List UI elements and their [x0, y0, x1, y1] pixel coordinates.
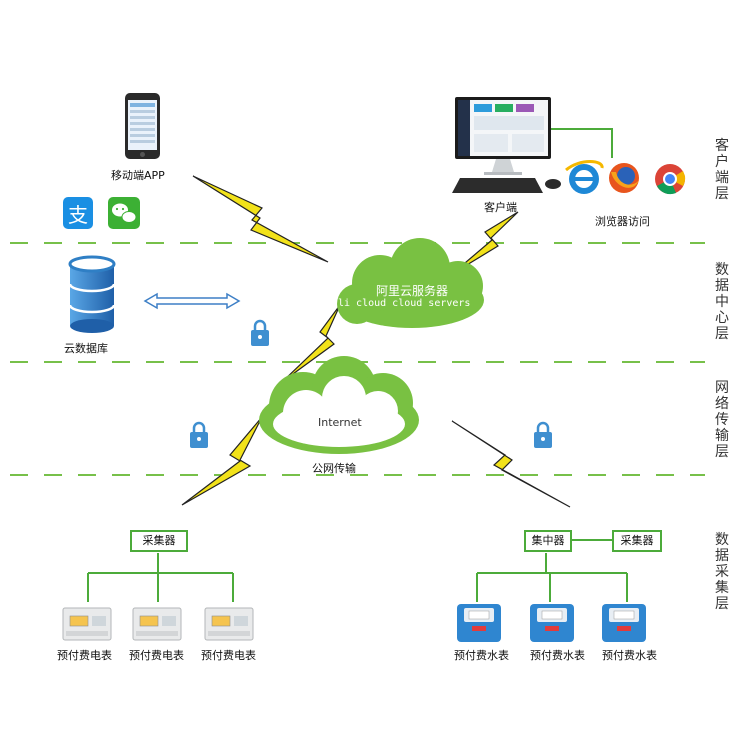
lightning-bolt-icon: [192, 175, 329, 263]
concentrator-box: 集中器: [524, 530, 572, 552]
electric-meter-label: 预付费电表: [129, 649, 184, 662]
electric-meter-icon: [62, 607, 112, 641]
chrome-icon: [655, 164, 686, 195]
browser-access-label: 浏览器访问: [595, 215, 650, 228]
electric-meter-tree: [87, 553, 234, 602]
desktop-computer-icon: [452, 97, 561, 193]
pc-browser-connector: [551, 128, 613, 158]
alipay-icon: 支: [63, 197, 93, 229]
layer-label-data-center: 数据中心层: [715, 262, 729, 342]
collector-box-right: 采集器: [612, 530, 662, 552]
mobile-app-label: 移动端APP: [111, 169, 165, 182]
water-meter-label: 预付费水表: [454, 649, 509, 662]
water-meter-tree: [476, 539, 628, 602]
aliyun-cloud: [337, 238, 484, 328]
water-meter-label: 预付费水表: [602, 649, 657, 662]
electric-meter-label: 预付费电表: [57, 649, 112, 662]
mobile-phone-icon: [125, 93, 160, 159]
firefox-icon: [609, 163, 639, 193]
public-network-label: 公网传输: [312, 462, 356, 475]
lock-icon: [251, 319, 269, 346]
cloud-database-icon: [68, 255, 116, 333]
aliyun-server-subtitle: li cloud cloud servers: [338, 298, 471, 309]
cloud-database-label: 云数据库: [64, 342, 108, 355]
water-meter-label: 预付费水表: [530, 649, 585, 662]
electric-meter-icon: [132, 607, 182, 641]
layer-label-collection: 数据采集层: [715, 532, 729, 612]
collector-box-left: 采集器: [130, 530, 188, 552]
water-meter-icon: [530, 604, 574, 642]
internet-label: Internet: [318, 416, 362, 429]
internet-cloud: [259, 356, 419, 454]
electric-meter-label: 预付费电表: [201, 649, 256, 662]
aliyun-server-title: 阿里云服务器: [376, 284, 449, 298]
lightning-links: [181, 175, 571, 508]
ie-icon: [565, 160, 604, 194]
electric-meter-icon: [204, 607, 254, 641]
layer-label-network: 网络传输层: [715, 380, 729, 460]
lightning-bolt-icon: [181, 416, 263, 506]
lightning-bolt-icon: [451, 420, 571, 508]
layer-label-client: 客户端层: [715, 138, 729, 202]
wechat-icon: [108, 197, 140, 229]
pc-client-label: 客户端: [484, 201, 517, 214]
svg-text:支: 支: [68, 203, 88, 227]
sync-double-arrow: [143, 292, 241, 310]
water-meter-icon: [457, 604, 501, 642]
water-meter-icon: [602, 604, 646, 642]
lock-icon: [190, 421, 208, 448]
lock-icon: [534, 421, 552, 448]
